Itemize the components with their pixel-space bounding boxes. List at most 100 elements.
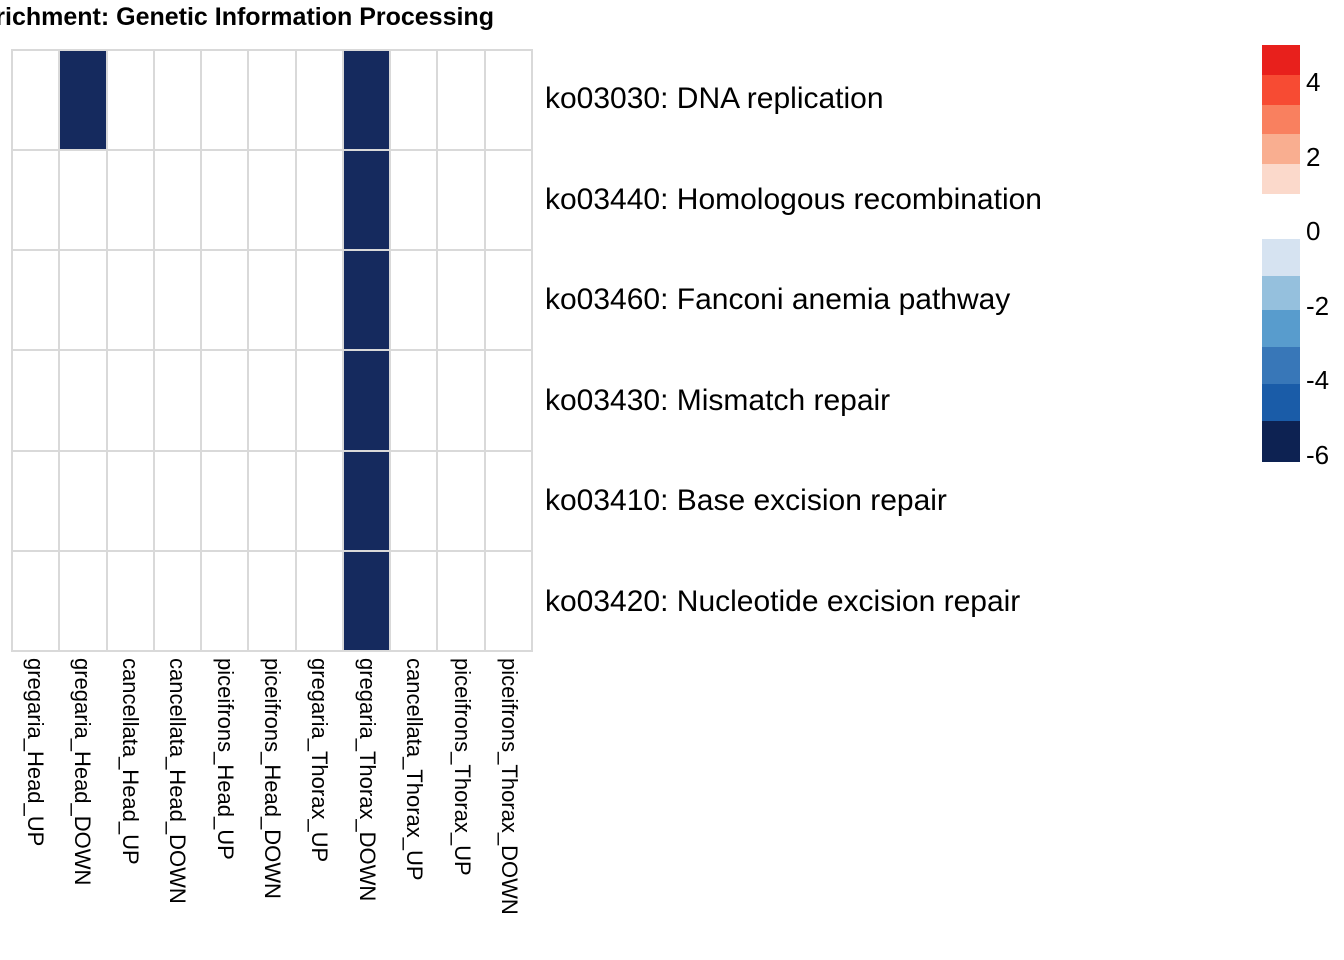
heatmap-cell [438,451,484,550]
legend-swatch [1262,346,1300,385]
legend-swatch [1262,276,1300,310]
heatmap-cell [249,251,295,350]
column-label-slot: cancellata_Head_DOWN [153,652,200,952]
heatmap-cell [154,351,201,450]
heatmap-cell [154,251,201,350]
heatmap-cell [438,551,484,650]
column-label-slot: gregaria_Thorax_UP [296,652,343,952]
legend-tick-label: -6 [1306,440,1330,470]
row-label: ko03440: Homologous recombination [545,182,1042,216]
legend-swatch [1262,104,1300,135]
heatmap-cell [249,51,295,150]
column-label: piceifrons_Thorax_UP [449,658,475,876]
heatmap-cell [107,551,153,650]
heatmap-cell [296,551,342,650]
column-label: piceifrons_Head_UP [212,658,238,860]
legend-swatch [1262,164,1300,195]
column-label-slot: gregaria_Thorax_DOWN [343,652,390,952]
heatmap-cell [391,551,437,650]
row-label: ko03420: Nucleotide excision repair [545,584,1021,618]
heatmap-cell [13,551,59,650]
heatmap-cell [391,451,437,550]
column-label-slot: cancellata_Head_UP [106,652,153,952]
heatmap-cell [60,51,106,150]
heatmap-cell [107,51,153,150]
column-label: gregaria_Thorax_UP [307,658,333,863]
heatmap-cell [13,251,59,350]
heatmap-cell [202,551,248,650]
heatmap-row-labels: ko03030: DNA replication ko03440: Homolog… [545,49,1285,652]
heatmap-cell [296,51,342,150]
heatmap-cell [154,51,201,150]
heatmap-cell [296,151,342,250]
row-label: ko03430: Mismatch repair [545,383,891,417]
legend-tick-label: -4 [1306,365,1330,396]
heatmap-cell [438,251,484,350]
heatmap-cell [13,51,59,150]
heatmap-cell [343,151,390,250]
column-label: cancellata_Head_DOWN [165,658,191,904]
heatmap-cell [154,451,201,550]
heatmap-cell [13,451,59,550]
heatmap-cell [249,351,295,450]
legend-tick-label: -2 [1306,290,1330,321]
column-label-slot: cancellata_Thorax_UP [391,652,438,952]
heatmap-cell [202,151,248,250]
column-label-slot: piceifrons_Thorax_DOWN [486,652,533,952]
heatmap-cell [296,451,342,550]
heatmap-cell [343,251,390,350]
color-legend-bar [1262,45,1300,463]
color-legend-ticks: 4 2 0 -2 -4 -6 [1306,45,1344,468]
column-label: piceifrons_Thorax_DOWN [497,658,523,915]
heatmap-cell [391,351,437,450]
heatmap-cell [438,51,484,150]
column-label-slot: piceifrons_Head_UP [201,652,248,952]
legend-tick-label: 0 [1306,216,1321,247]
row-label: ko03030: DNA replication [545,82,884,116]
legend-tick-label: 4 [1306,67,1321,98]
heatmap-cell [438,151,484,250]
heatmap-cell [60,451,106,550]
heatmap-cell [438,351,484,450]
legend-swatch [1262,194,1300,239]
column-label: cancellata_Thorax_UP [402,658,428,881]
heatmap-cell [391,51,437,150]
heatmap-cell [107,151,153,250]
heatmap-cell [485,551,531,650]
heatmap-cell [202,451,248,550]
column-label-slot: piceifrons_Head_DOWN [248,652,295,952]
legend-swatch [1262,238,1300,277]
column-label: gregaria_Head_DOWN [70,658,96,886]
heatmap-cell [249,551,295,650]
heatmap-cell [107,251,153,350]
page-title: nrichment: Genetic Information Processin… [0,3,494,31]
heatmap-cell [296,251,342,350]
column-label: piceifrons_Head_DOWN [259,658,285,899]
heatmap-cell [343,351,390,450]
heatmap-grid [11,49,533,652]
heatmap-cell [60,151,106,250]
column-label-slot: gregaria_Head_UP [11,652,58,952]
legend-swatch [1262,134,1300,165]
heatmap-cell [60,351,106,450]
column-label: cancellata_Head_UP [117,658,143,865]
heatmap-cell [485,251,531,350]
heatmap-cell [343,551,390,650]
row-label: ko03410: Base excision repair [545,484,947,518]
heatmap-cell [154,151,201,250]
legend-swatch [1262,421,1300,463]
heatmap-cell [485,451,531,550]
heatmap-cell [202,51,248,150]
heatmap-cell [202,351,248,450]
heatmap-cell [343,451,390,550]
heatmap-cell [13,351,59,450]
legend-tick-label: 2 [1306,141,1321,172]
heatmap-cell [485,151,531,250]
heatmap-cell [107,451,153,550]
heatmap-cell [249,151,295,250]
heatmap-column-labels: gregaria_Head_UP gregaria_Head_DOWN cancel… [11,652,533,952]
heatmap-cell [60,251,106,350]
row-label: ko03460: Fanconi anemia pathway [545,283,1011,317]
legend-swatch [1262,384,1300,422]
column-label: gregaria_Thorax_DOWN [354,658,380,902]
